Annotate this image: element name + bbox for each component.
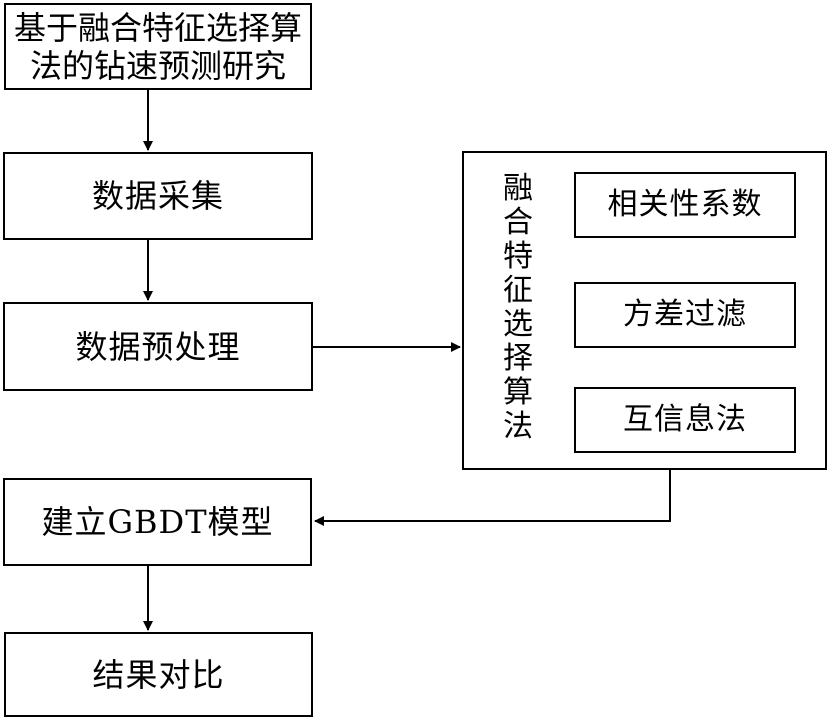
arrow-selection-to-model [314, 470, 671, 526]
method-mutual-info-box: 互信息法 [574, 387, 796, 453]
method-variance-box: 方差过滤 [574, 282, 796, 348]
results-comparison-box: 结果对比 [4, 632, 313, 717]
feature-selection-label: 融合特征选择算法 [503, 171, 533, 444]
method-variance-label: 方差过滤 [623, 297, 747, 332]
method-correlation-box: 相关性系数 [574, 172, 796, 238]
build-model-box: 建立GBDT模型 [3, 478, 312, 566]
title-box: 基于融合特征选择算法的钻速预测研究 [4, 3, 312, 90]
data-collection-label: 数据采集 [91, 177, 224, 215]
build-model-label: 建立GBDT模型 [41, 503, 274, 541]
method-correlation-label: 相关性系数 [607, 187, 763, 222]
preprocessing-label: 数据预处理 [75, 327, 241, 366]
preprocessing-box: 数据预处理 [3, 302, 313, 391]
title-text: 基于融合特征选择算法的钻速预测研究 [13, 8, 302, 85]
data-collection-box: 数据采集 [3, 152, 313, 240]
method-mutual-info-label: 互信息法 [623, 402, 747, 437]
results-comparison-label: 结果对比 [92, 655, 225, 694]
